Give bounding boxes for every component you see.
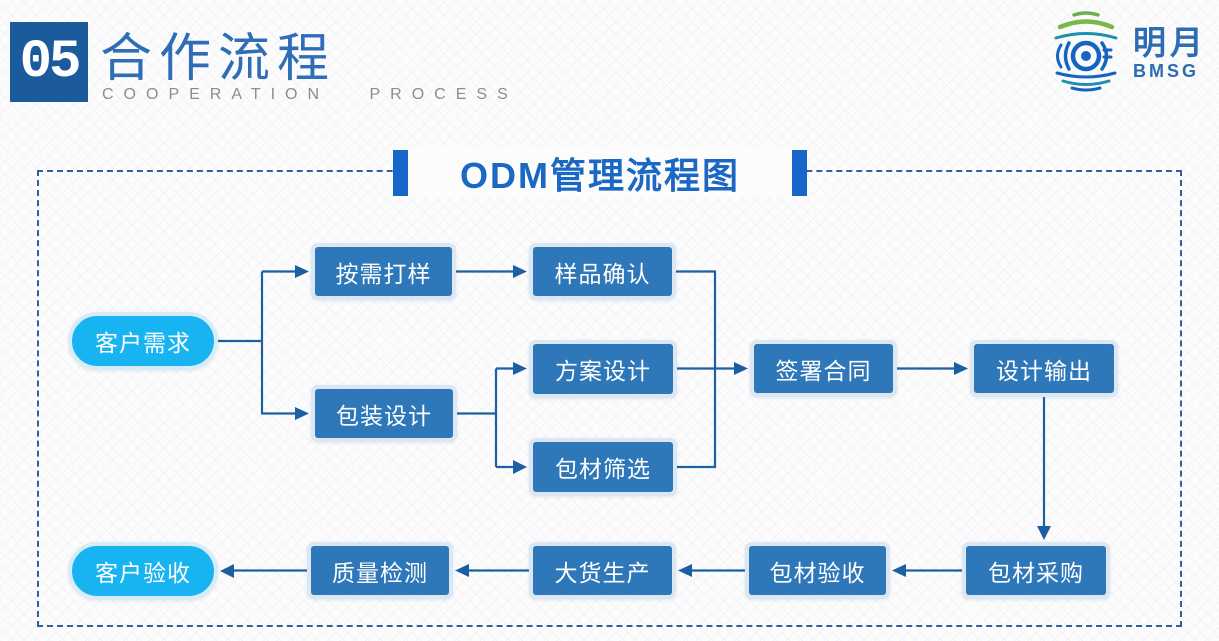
globe-eye-logo-icon	[1047, 6, 1125, 99]
flow-node-design-output: 设计输出	[970, 340, 1118, 397]
title-accent-bar-left	[393, 149, 408, 196]
flow-node-customer-demand: 客户需求	[68, 312, 218, 370]
flow-node-packaging-design: 包装设计	[311, 385, 457, 442]
flow-node-material-screening: 包材筛选	[529, 438, 677, 496]
flow-node-sample-confirmation: 样品确认	[529, 243, 676, 300]
flow-node-material-purchasing: 包材采购	[962, 542, 1110, 599]
flow-node-customer-acceptance: 客户验收	[68, 542, 218, 600]
company-logo: 明月 BMSG	[1047, 6, 1207, 99]
flow-node-sample-on-demand: 按需打样	[311, 243, 456, 300]
flow-node-quality-inspection: 质量检测	[307, 542, 453, 599]
flow-node-sign-contract: 签署合同	[750, 340, 897, 397]
page-subtitle: COOPERATION PROCESS	[102, 86, 518, 103]
logo-company-name: 明月	[1133, 23, 1207, 61]
flow-node-material-acceptance: 包材验收	[745, 542, 890, 599]
logo-company-abbr: BMSG	[1133, 60, 1199, 81]
flowchart-title: ODM管理流程图	[460, 154, 740, 196]
flow-node-mass-production: 大货生产	[529, 542, 676, 599]
flow-node-solution-design: 方案设计	[529, 340, 677, 398]
section-number-badge: 05	[10, 22, 88, 102]
title-accent-bar-right	[792, 149, 807, 196]
flowchart-title-block: ODM管理流程图	[393, 148, 807, 197]
page-title: 合作流程	[100, 29, 337, 89]
